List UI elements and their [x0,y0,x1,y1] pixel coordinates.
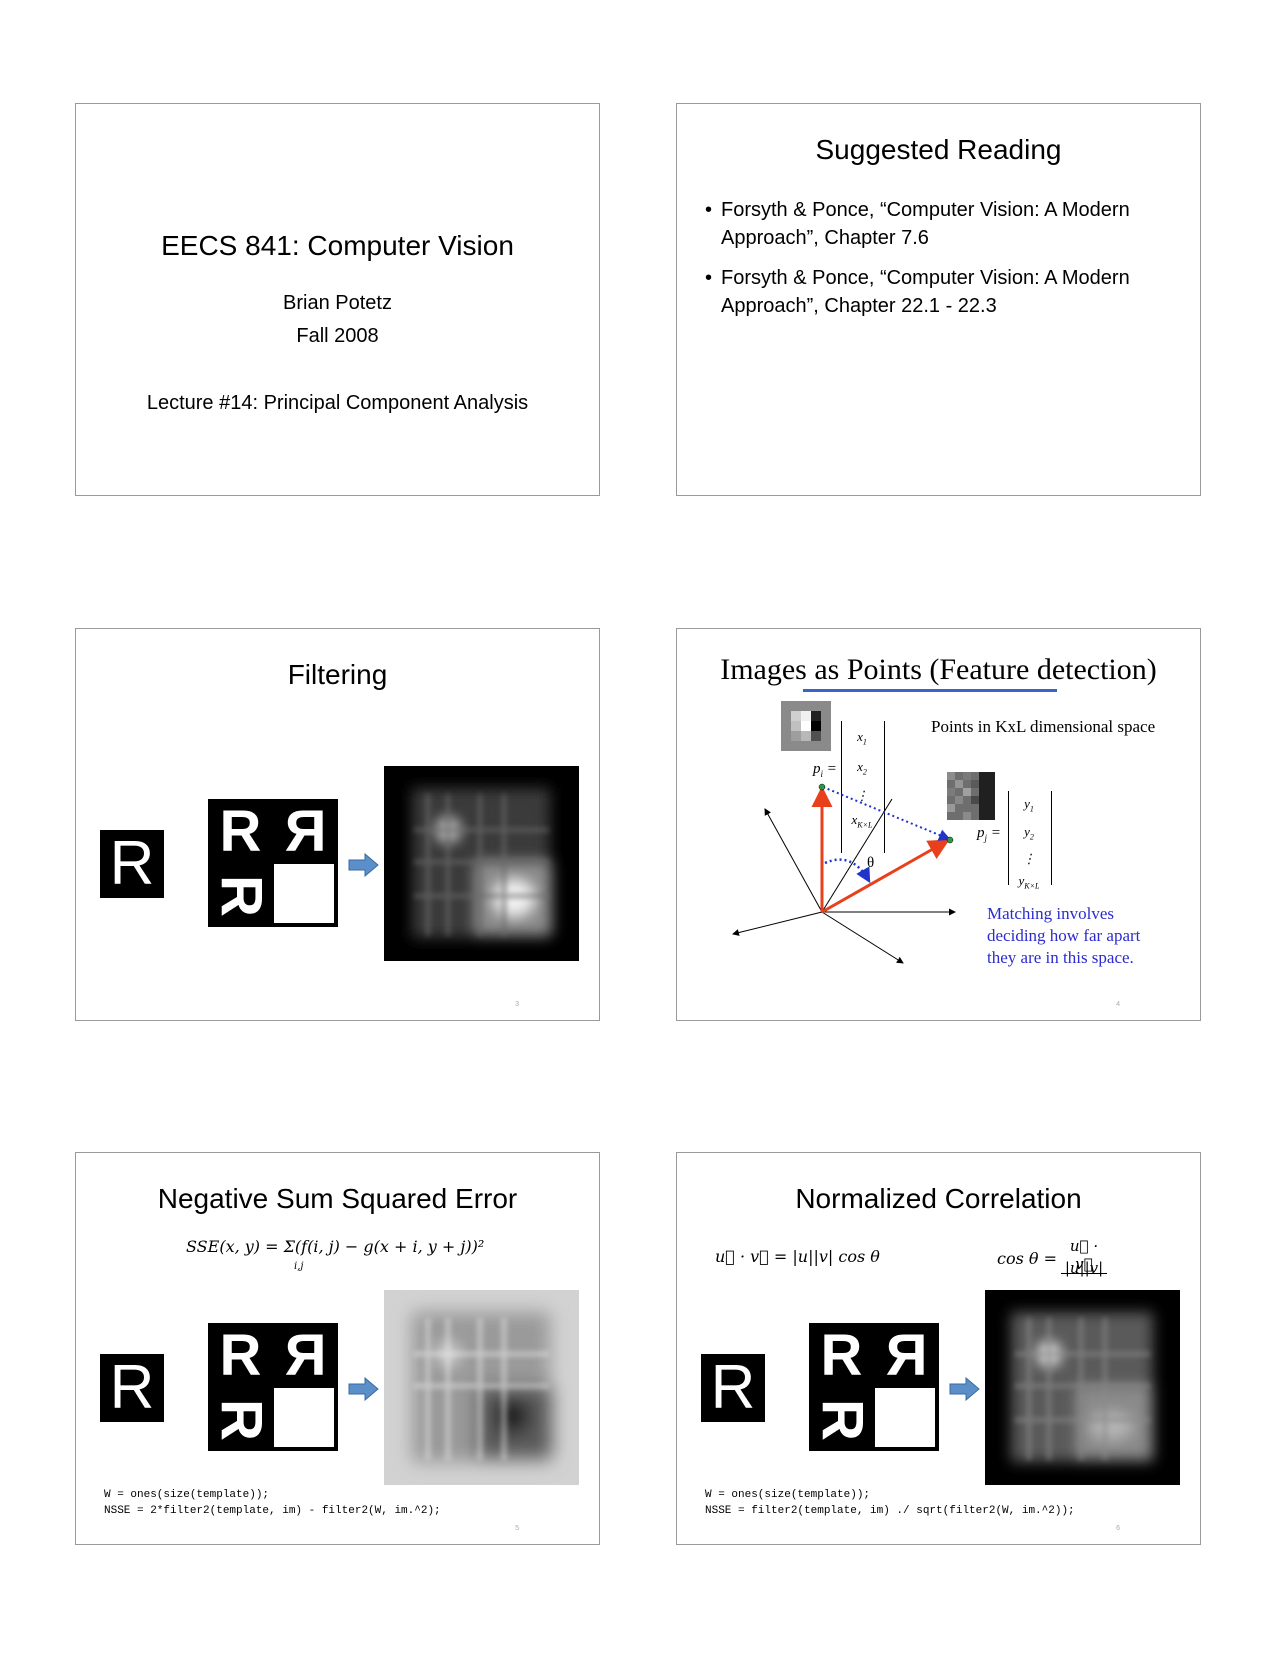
pj-sub: j [984,833,988,843]
matching-note: Matching involves deciding how far apart… [987,904,1141,967]
pj-label: p [977,825,985,841]
patch-pi-image [781,701,831,751]
reading-item: Forsyth & Ponce, “Computer Vision: A Mod… [705,264,1175,320]
nsse-response-image [384,1290,579,1485]
page-number: 6 [1116,1525,1120,1532]
search-image: R R R [809,1323,939,1451]
search-image: R R R [208,1323,338,1451]
lecture-title: Lecture #14: Principal Component Analysi… [146,392,529,414]
page-number: 5 [515,1525,519,1532]
title-underline [803,689,1057,692]
slide-images-as-points: Images as Points (Feature detection) pi … [676,628,1201,1021]
author: Brian Potetz [283,292,392,314]
arrow-right-icon [348,853,379,877]
slide-heading: Filtering [287,659,388,690]
pi-sub: i [820,769,824,779]
template-glyph: R [109,830,155,898]
sse-formula-sub: i,j [294,1261,304,1272]
template-image: R [701,1354,765,1422]
slide-filtering: Filtering R R R R [75,628,600,1021]
page-number: 4 [1116,1001,1120,1008]
slide-suggested-reading: Suggested Reading Forsyth & Ponce, “Comp… [676,103,1201,496]
dot-product-formula: u⃗ · v⃗ = |u||v| cos θ [715,1247,880,1266]
reading-list: Forsyth & Ponce, “Computer Vision: A Mod… [705,196,1175,332]
reading-item: Forsyth & Ponce, “Computer Vision: A Mod… [705,196,1175,252]
slide-nsse: Negative Sum Squared Error SSE(x, y) = Σ… [75,1152,600,1545]
sse-formula: SSE(x, y) = Σ(f(i, j) − g(x + i, y + j))… [186,1237,485,1256]
slide-heading: Suggested Reading [815,134,1062,165]
filter-response-image [384,766,579,961]
term: Fall 2008 [296,325,379,347]
glyph-rotated: R [208,875,274,917]
cos-formula-lhs: cos θ = [997,1249,1058,1268]
slide-heading: Negative Sum Squared Error [157,1183,518,1214]
page-number: 3 [515,1001,519,1008]
course-title: EECS 841: Computer Vision [161,230,514,261]
slide-heading: Images as Points (Feature detection) [720,653,1157,686]
search-image: R R R [208,799,338,927]
arrow-right-icon [348,1377,379,1401]
arrow-right-icon [949,1377,980,1401]
glyph-upright: R [219,799,262,864]
template-image: R [100,1354,164,1422]
vector-x: x1 x2 ⋮ xK×L [851,729,873,830]
cos-formula-numerator: u⃗ · v⃗ [1061,1237,1107,1274]
slide-normalized-correlation: Normalized Correlation u⃗ · v⃗ = |u||v| … [676,1152,1201,1545]
correlation-response-image [985,1290,1180,1485]
matlab-code: W = ones(size(template));NSSE = filter2(… [705,1489,1075,1517]
slide-heading: Normalized Correlation [795,1183,1082,1214]
template-image: R [100,830,164,898]
vector-y-bracket [1008,791,1052,885]
points-label: Points in KxL dimensional space [931,717,1156,736]
patch-pj-image [947,772,995,820]
matlab-code: W = ones(size(template));NSSE = 2*filter… [104,1489,441,1517]
theta-label: θ [867,855,875,871]
pi-label: p [813,761,821,777]
slide-title: EECS 841: Computer Vision Brian Potetz F… [75,103,600,496]
glyph-mirrored: R [284,799,327,864]
vector-x-bracket [841,721,885,853]
vector-y: y1 y2 ⋮ yK×L [1018,796,1040,891]
cos-formula-denominator: |u||v| [1064,1259,1104,1277]
vector-space-diagram [732,783,956,964]
